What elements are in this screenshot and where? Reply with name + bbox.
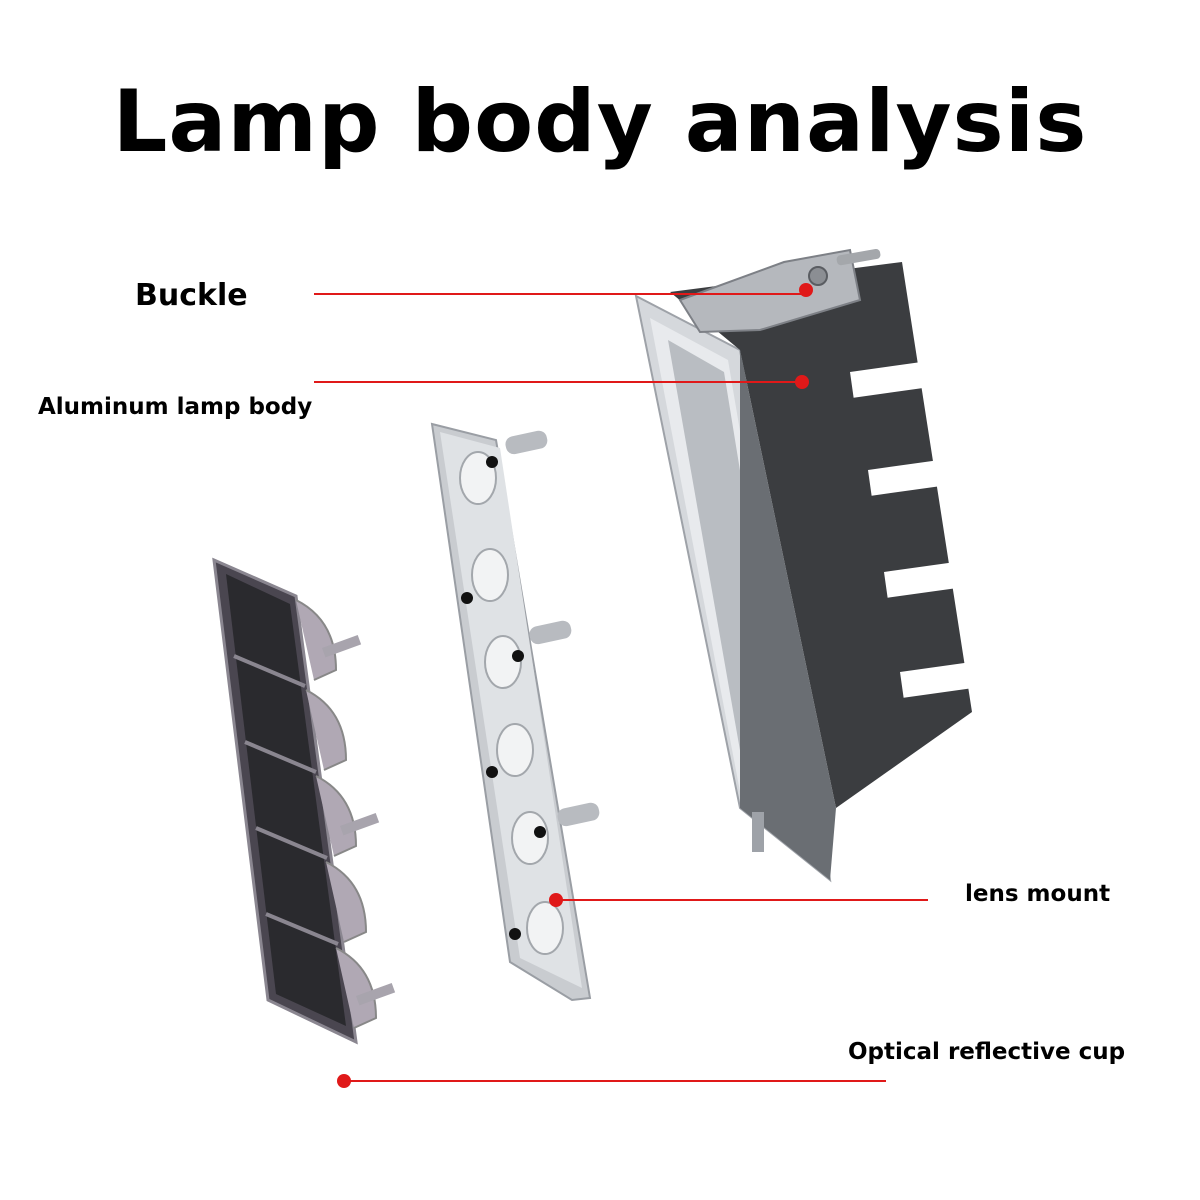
- lens-mount-part: [430, 422, 600, 1002]
- callout-lines: [314, 283, 928, 1088]
- aluminum-lamp-body-label: Aluminum lamp body: [38, 394, 313, 420]
- optical-reflective-cup-label: Optical reflective cup: [848, 1039, 1126, 1065]
- lens-callout-dot: [549, 893, 563, 907]
- cup-callout-dot: [337, 1074, 351, 1088]
- buckle-label: Buckle: [135, 278, 248, 313]
- lens-mount-label: lens mount: [965, 881, 1111, 907]
- page-title: Lamp body analysis: [112, 72, 1088, 172]
- optical-reflective-cup-part: [212, 557, 396, 1045]
- buckle-callout-dot: [799, 283, 813, 297]
- aluminum-lamp-body-part: [634, 248, 977, 883]
- body-callout-dot: [795, 375, 809, 389]
